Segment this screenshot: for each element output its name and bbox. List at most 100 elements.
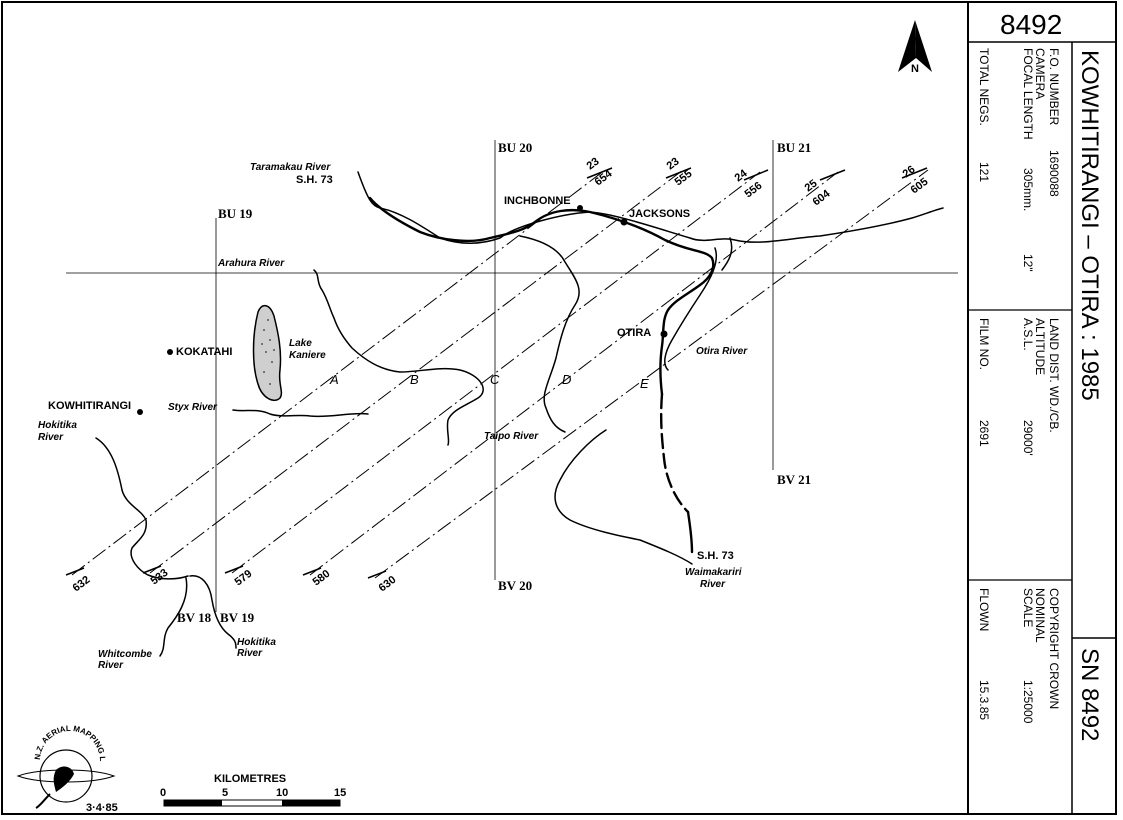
film-no-value: 2691 — [977, 420, 991, 447]
grid-label-bv20: BV 20 — [498, 578, 532, 593]
run-letter-a: A — [329, 372, 339, 387]
grid-label-bv19: BV 19 — [220, 610, 255, 625]
place-label-otira: OTIRA — [617, 327, 651, 339]
run-a-end-bottom: 654 — [593, 167, 616, 188]
label-whitcombe-1: Whitcombe — [98, 649, 152, 660]
lake-stipple — [261, 319, 275, 385]
waimakariri-river — [554, 429, 693, 565]
label-whitcombe-2: River — [98, 660, 124, 671]
place-label-kowhitirangi: KOWHITIRANGI — [48, 400, 131, 412]
place-label-kokatahi: KOKATAHI — [176, 346, 232, 358]
grid-label-bu20: BU 20 — [498, 140, 532, 155]
lake-outlet-river — [721, 237, 733, 271]
run-e-end-bottom: 605 — [909, 176, 931, 197]
grid-label-bu21: BU 21 — [777, 140, 811, 155]
label-hokitika-1: Hokitika — [38, 420, 77, 431]
run-b-end-top: 23 — [665, 155, 682, 172]
run-letter-b: B — [410, 372, 419, 387]
town-marker-jacksons — [620, 218, 628, 226]
total-negs-value: 121 — [977, 162, 991, 182]
flight-run-b — [142, 167, 692, 574]
label-arahura-river: Arahura River — [217, 258, 285, 269]
grid-label-bv18: BV 18 — [177, 610, 212, 625]
film-no-label: FILM NO. — [977, 318, 991, 370]
taramakau-river — [357, 171, 944, 244]
total-negs-label: TOTAL NEGS. — [977, 48, 991, 126]
state-highway-73 — [368, 196, 715, 396]
run-a-start: 632 — [71, 574, 93, 595]
flown-value: 15.3.85 — [977, 680, 991, 720]
town-marker-kokatahi — [167, 349, 173, 355]
logo-date: 3·4·85 — [86, 802, 118, 814]
grid-label-bv21: BV 21 — [777, 472, 811, 487]
taipo-river — [519, 235, 580, 433]
place-label-jacksons: JACKSONS — [629, 208, 690, 220]
run-b-end-bottom: 555 — [673, 168, 695, 189]
hokitika-river-south — [189, 575, 237, 649]
scale-label: SCALE — [1021, 588, 1035, 627]
focal-length-value: 305mm. — [1021, 168, 1035, 211]
label-lake-1: Lake — [289, 338, 312, 349]
scale-tick-0: 0 — [160, 787, 166, 799]
town-marker-inchbonne — [577, 205, 583, 211]
arahura-river — [313, 269, 484, 446]
label-sh73-top: S.H. 73 — [296, 174, 333, 186]
asl-label: A.S.L. — [1021, 318, 1035, 351]
run-letter-d: D — [562, 372, 571, 387]
hokitika-river — [95, 437, 189, 580]
svg-text:N.Z. AERIAL MAPPING LTD.: N.Z. AERIAL MAPPING LTD. — [0, 0, 107, 762]
label-sh73-bottom: S.H. 73 — [697, 550, 734, 562]
run-c-end-top: 24 — [733, 167, 751, 184]
land-dist-label: LAND DIST. WD./CB. — [1047, 318, 1061, 433]
styx-river — [232, 409, 369, 418]
nominal-label: NOMINAL — [1033, 588, 1047, 643]
focal-length-inches: 12" — [1021, 254, 1035, 272]
label-taipo-river: Taipo River — [484, 431, 539, 442]
whitcombe-river — [159, 577, 188, 657]
run-e-end-top: 26 — [901, 163, 918, 180]
scale-value: 1:25000 — [1021, 680, 1035, 724]
lake-kaniere — [252, 304, 283, 402]
copyright-label: COPYRIGHT CROWN — [1047, 588, 1061, 709]
sheet-title: KOWHITIRANGI – OTIRA : 1985 — [1076, 50, 1103, 401]
grid-label-bu19: BU 19 — [218, 206, 253, 221]
run-letter-c: C — [490, 372, 500, 387]
run-letter-e: E — [640, 376, 649, 391]
flight-run-c — [224, 169, 769, 574]
state-highway-73-south — [659, 392, 690, 514]
logo-text: N.Z. AERIAL MAPPING LTD. — [0, 0, 107, 762]
label-taramakau-river: Taramakau River — [250, 162, 331, 173]
flight-run-d — [302, 169, 846, 576]
scale-bar: KILOMETRES 0 5 10 15 — [160, 773, 346, 807]
altitude-value: 29000' — [1021, 420, 1035, 456]
scale-tick-5: 5 — [222, 787, 228, 799]
town-marker-otira — [660, 330, 668, 338]
scale-bar-title: KILOMETRES — [214, 773, 286, 785]
flight-run-e — [367, 167, 929, 579]
run-e-start: 630 — [377, 574, 399, 595]
place-label-inchbonne: INCHBONNE — [504, 195, 571, 207]
north-arrow-icon: N — [898, 20, 932, 75]
sheet-number: 8492 — [1000, 9, 1062, 40]
label-hokitika-s-1: Hokitika — [237, 637, 276, 648]
fo-number-value: 1690088 — [1047, 150, 1061, 197]
label-waimakariri-1: Waimakariri — [685, 567, 742, 578]
label-hokitika-s-2: River — [237, 648, 263, 659]
survey-number: SN 8492 — [1076, 648, 1103, 741]
north-label: N — [911, 63, 919, 75]
label-hokitika-2: River — [38, 432, 64, 443]
label-lake-2: Kaniere — [289, 350, 326, 361]
scale-tick-10: 10 — [276, 787, 288, 799]
fo-number-label: F.O. NUMBER — [1047, 48, 1061, 126]
altitude-label: ALTITUDE — [1033, 318, 1047, 375]
run-a-end-top: 23 — [585, 155, 602, 172]
camera-label: CAMERA — [1033, 48, 1047, 99]
run-d-end-top: 25 — [803, 177, 820, 194]
flight-run-a — [65, 167, 613, 576]
run-c-start: 579 — [233, 568, 255, 589]
scale-tick-15: 15 — [334, 787, 346, 799]
label-otira-river: Otira River — [696, 346, 748, 357]
label-styx-river: Styx River — [168, 402, 218, 413]
